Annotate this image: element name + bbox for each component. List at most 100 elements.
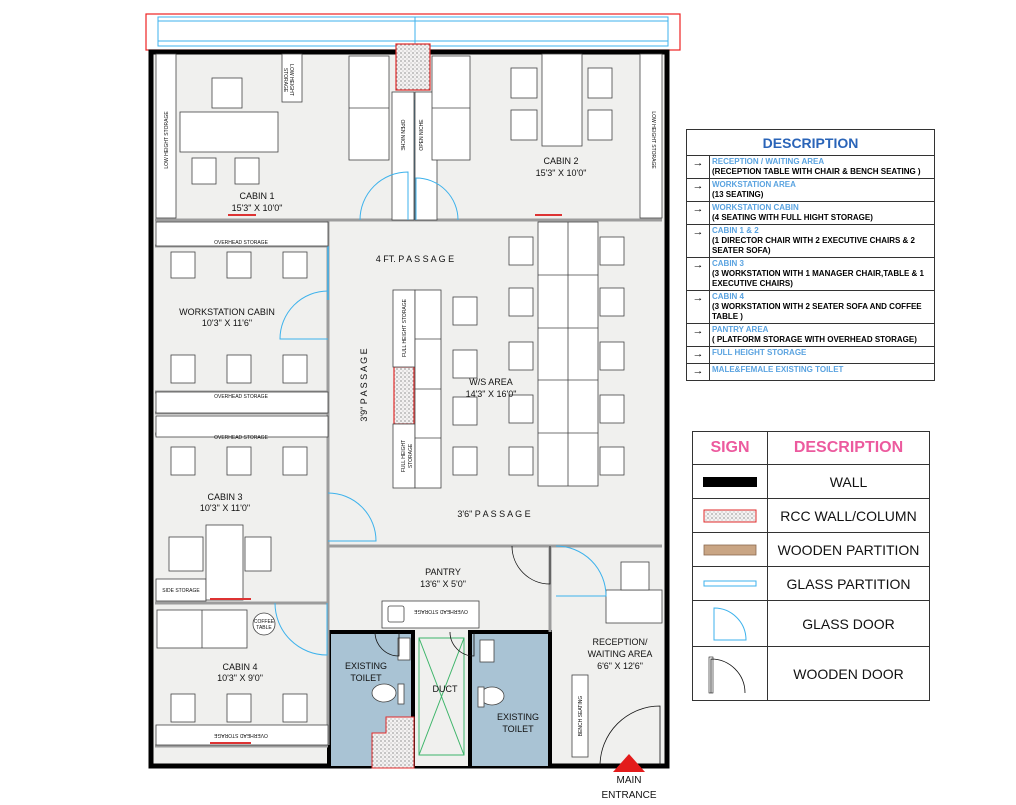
cabin4-size: 10'3" X 9'0" (217, 673, 263, 683)
wooden-door-symbol-icon (693, 647, 768, 700)
description-table: DESCRIPTION → RECEPTION / WAITING AREA(R… (686, 129, 935, 381)
storage-labels: OVERHEAD STORAGE OVERHEAD STORAGE OVERHE… (162, 64, 656, 738)
reception-name-line1: RECEPTION/ (592, 637, 648, 647)
low-height-storage-label: LOW HEIGHT STORAGE (164, 111, 170, 169)
description-item-head: CABIN 4 (712, 292, 745, 301)
toilet-left-line1: EXISTING (345, 661, 387, 671)
legend-sign-header: SIGN (693, 432, 768, 464)
rcc-column-top (395, 43, 431, 91)
legend-row: WALL (693, 465, 929, 499)
arrow-right-icon: → (687, 179, 710, 201)
description-item-detail: (RECEPTION TABLE WITH CHAIR & BENCH SEAT… (712, 167, 921, 176)
description-row: → WORKSTATION AREA(13 SEATING) (687, 179, 934, 202)
description-item-detail: ( PLATFORM STORAGE WITH OVERHEAD STORAGE… (712, 335, 917, 344)
overhead-storage-label: OVERHEAD STORAGE (413, 608, 467, 614)
legend-header: SIGN DESCRIPTION (693, 432, 929, 465)
description-item-head: WORKSTATION AREA (712, 180, 796, 189)
legend-label: WOODEN DOOR (793, 665, 904, 682)
workstation-cabin-name: WORKSTATION CABIN (179, 307, 275, 317)
description-item-head: CABIN 1 & 2 (712, 226, 759, 235)
wooden-partition-symbol-icon (693, 533, 768, 566)
coffee-table-label-line2: TABLE (256, 625, 272, 631)
legend-description-header: DESCRIPTION (793, 439, 904, 456)
arrow-right-icon: → (687, 225, 710, 257)
full-height-storage-label-line2: STORAGE (408, 443, 414, 468)
arrow-right-icon: → (687, 324, 710, 346)
overhead-storage-label: OVERHEAD STORAGE (213, 732, 267, 738)
rcc-column-center (393, 366, 415, 425)
description-title: DESCRIPTION (687, 130, 934, 156)
arrow-right-icon: → (687, 156, 710, 178)
legend-row: RCC WALL/COLUMN (693, 499, 929, 533)
wooden-doors (374, 545, 661, 767)
glass-door-symbol-icon (693, 601, 768, 646)
passage-vertical-label: 3'9" P A S S A G E (359, 348, 369, 421)
toilet-right-line1: EXISTING (497, 712, 539, 722)
description-row: → RECEPTION / WAITING AREA(RECEPTION TAB… (687, 156, 934, 179)
description-item-head: WORKSTATION CABIN (712, 203, 799, 212)
arrow-right-icon: → (687, 291, 710, 323)
overhead-storage-label: OVERHEAD STORAGE (214, 435, 268, 441)
coffee-table-label-line1: COFFEE (254, 619, 275, 625)
cabin3-size: 10'3" X 11'0" (200, 503, 250, 513)
legend-label: WALL (829, 473, 868, 490)
main-entrance-arrow-icon (613, 754, 645, 772)
pantry-size: 13'6" X 5'0" (420, 579, 466, 589)
passage-bottom-label: 3'6" P A S S A G E (457, 509, 530, 519)
low-height-storage-label-line1: LOW HEIGHT (288, 64, 294, 96)
door-markers (210, 214, 562, 744)
furniture (156, 53, 650, 723)
description-item-detail: (3 WORKSTATION WITH 2 SEATER SOFA AND CO… (712, 302, 922, 321)
description-item-detail: (1 DIRECTOR CHAIR WITH 2 EXECUTIVE CHAIR… (712, 236, 915, 255)
legend-row: GLASS DOOR (693, 601, 929, 647)
description-item-detail: (4 SEATING WITH FULL HIGHT STORAGE) (712, 213, 873, 222)
legend-label: RCC WALL/COLUMN (780, 507, 917, 524)
description-item-head: RECEPTION / WAITING AREA (712, 157, 825, 166)
arrow-right-icon: → (687, 202, 710, 224)
workstation-cabin-size: 10'3" X 11'6" (202, 318, 252, 328)
open-niche-label: OPEN NICHE (399, 119, 405, 151)
overhead-storage-label: OVERHEAD STORAGE (214, 394, 268, 400)
overhead-storage-label: OVERHEAD STORAGE (214, 240, 268, 246)
description-row: → FULL HEIGHT STORAGE (687, 347, 934, 364)
description-row: → CABIN 1 & 2(1 DIRECTOR CHAIR WITH 2 EX… (687, 225, 934, 258)
toilet-right-line2: TOILET (502, 724, 534, 734)
storage-units (155, 53, 663, 758)
cabin1-name: CABIN 1 (239, 191, 274, 201)
main-entrance-label-line2: ENTRANCE (601, 790, 656, 801)
legend-label: GLASS DOOR (802, 615, 895, 632)
full-height-storage-label-line1: FULL HEIGHT (401, 440, 407, 472)
bench-seating-label: BENCH SEATING (578, 696, 584, 737)
toilet-left-line2: TOILET (350, 673, 382, 683)
low-height-storage-label: LOW HEIGHT STORAGE (650, 111, 656, 169)
arrow-right-icon: → (687, 364, 710, 380)
description-item-head: PANTRY AREA (712, 325, 769, 334)
legend-row: GLASS PARTITION (693, 567, 929, 601)
room-labels: CABIN 1 15'3" X 10'0" CABIN 2 15'3" X 10… (179, 156, 652, 734)
wall-symbol-icon (693, 465, 768, 498)
description-row: → MALE&FEMALE EXISTING TOILET (687, 364, 934, 380)
passage-top-label: 4 FT. P A S S A G E (376, 254, 454, 264)
description-item-detail: (13 SEATING) (712, 190, 764, 199)
rcc-column-toilet (371, 716, 415, 769)
description-row: → PANTRY AREA( PLATFORM STORAGE WITH OVE… (687, 324, 934, 347)
glass-partition-symbol-icon (693, 567, 768, 600)
legend-table: SIGN DESCRIPTION WALL RCC WALL/COLUMN WO… (692, 431, 930, 701)
side-storage-label: SIDE STORAGE (162, 588, 200, 594)
pantry-name: PANTRY (425, 567, 461, 577)
cabin2-name: CABIN 2 (543, 156, 578, 166)
arrow-right-icon: → (687, 347, 710, 363)
description-row: → CABIN 4(3 WORKSTATION WITH 2 SEATER SO… (687, 291, 934, 324)
low-height-storage-label-line2: STORAGE (282, 68, 288, 93)
cabin3-name: CABIN 3 (207, 492, 242, 502)
description-row: → CABIN 3(3 WORKSTATION WITH 1 MANAGER C… (687, 258, 934, 291)
description-item-head: FULL HEIGHT STORAGE (712, 348, 807, 357)
description-item-head: MALE&FEMALE EXISTING TOILET (712, 365, 844, 374)
cabin2-size: 15'3" X 10'0" (536, 168, 587, 178)
ws-area-size: 14'3" X 16'0" (466, 389, 517, 399)
duct-label: DUCT (433, 684, 458, 694)
reception-size: 6'6" X 12'6" (597, 661, 643, 671)
glass-doors (274, 171, 607, 656)
description-item-detail: (3 WORKSTATION WITH 1 MANAGER CHAIR,TABL… (712, 269, 924, 288)
